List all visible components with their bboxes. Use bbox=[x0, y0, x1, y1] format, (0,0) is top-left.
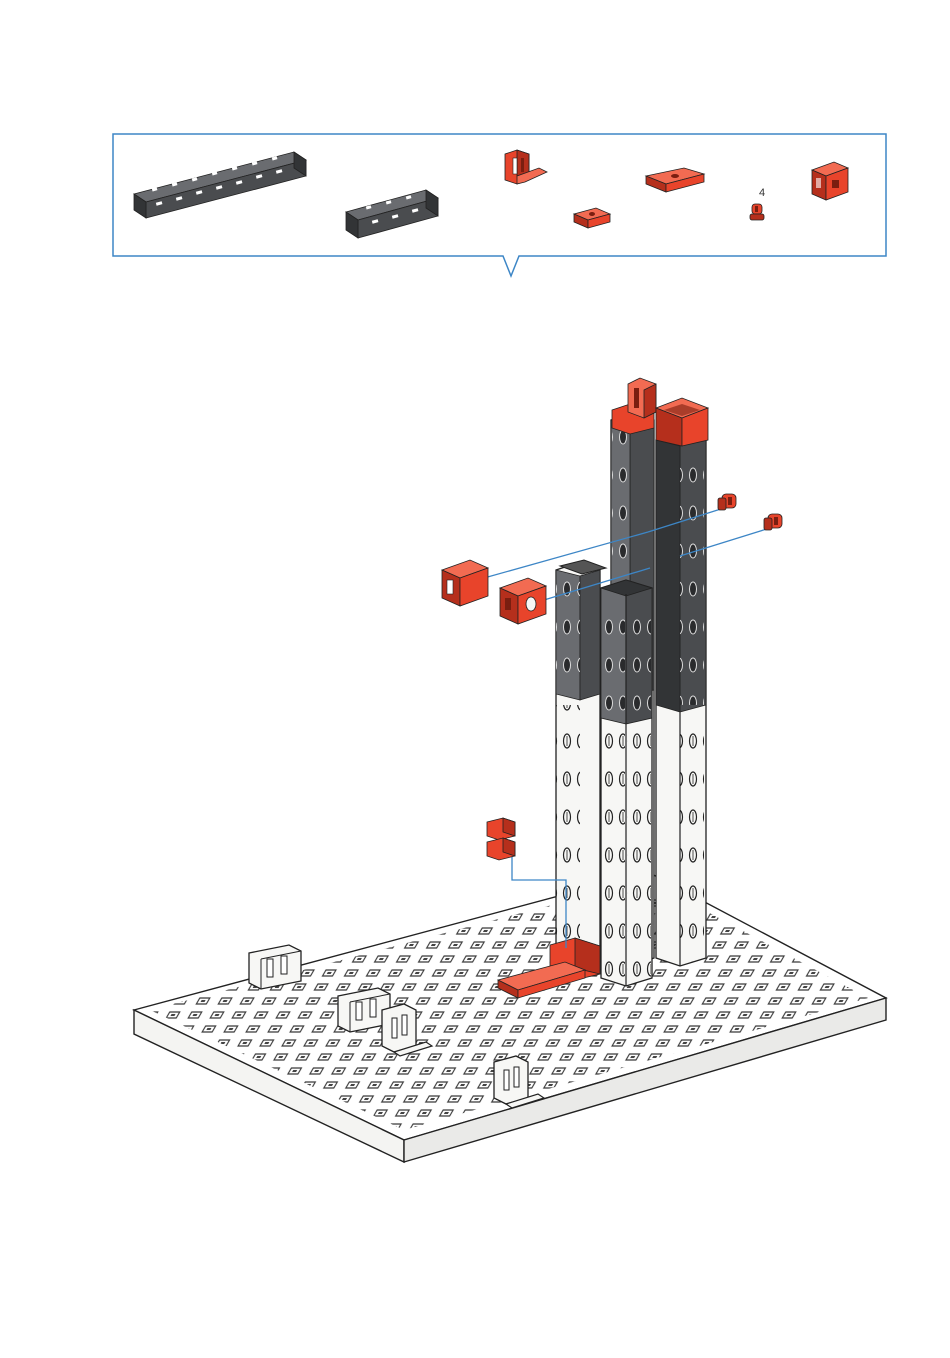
white-clip bbox=[249, 945, 301, 989]
red-clip bbox=[487, 818, 515, 860]
cube-icon bbox=[812, 162, 848, 200]
plate-icon bbox=[574, 208, 610, 228]
red-peg-upper bbox=[718, 494, 736, 510]
parts-list-box: 4 bbox=[113, 134, 886, 276]
bracket-icon bbox=[505, 150, 547, 184]
beam-icon bbox=[346, 190, 438, 238]
red-cube-right bbox=[500, 578, 546, 624]
quantity-label: 4 bbox=[759, 187, 765, 199]
plate-icon bbox=[646, 168, 704, 192]
white-baseplate bbox=[134, 872, 886, 1162]
parts-list-frame bbox=[113, 134, 886, 276]
red-cube-top bbox=[656, 398, 708, 446]
left-tower bbox=[556, 560, 606, 966]
peg-icon: 4 bbox=[750, 187, 765, 220]
right-tower bbox=[656, 432, 706, 966]
beam-icon bbox=[134, 152, 306, 218]
red-cube-left bbox=[442, 560, 488, 606]
front-tower bbox=[601, 580, 652, 986]
red-peg-lower bbox=[764, 514, 782, 530]
red-angle-bracket-top bbox=[612, 378, 656, 434]
